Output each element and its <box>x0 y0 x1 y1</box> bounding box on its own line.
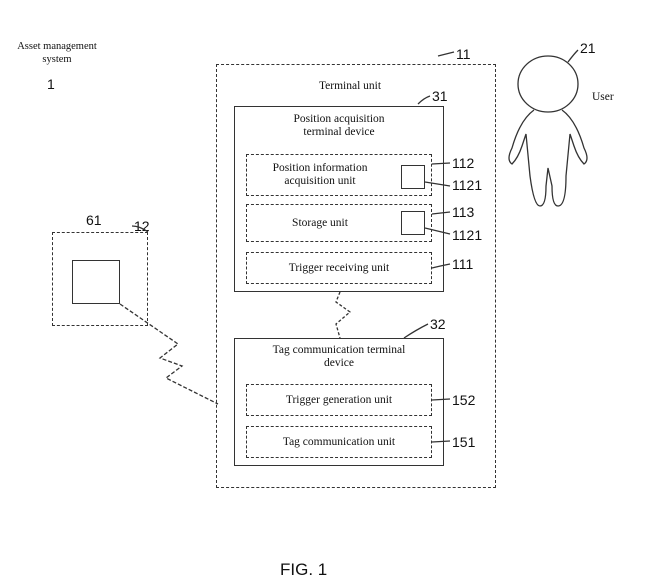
user-figure <box>509 56 587 206</box>
leader-21 <box>568 50 578 62</box>
leader-111 <box>432 264 450 268</box>
leader-32 <box>404 324 428 338</box>
leader-113 <box>432 212 450 214</box>
leader-11 <box>438 52 454 56</box>
leader-12 <box>132 226 148 232</box>
leader-1121b <box>425 228 450 234</box>
leader-31 <box>418 96 430 104</box>
wireless-link-devices <box>336 292 350 338</box>
leader-152 <box>432 399 450 400</box>
leader-112 <box>432 163 450 164</box>
leader-1121a <box>425 182 450 186</box>
wireless-link-tag <box>120 304 218 404</box>
leader-151 <box>432 441 450 442</box>
